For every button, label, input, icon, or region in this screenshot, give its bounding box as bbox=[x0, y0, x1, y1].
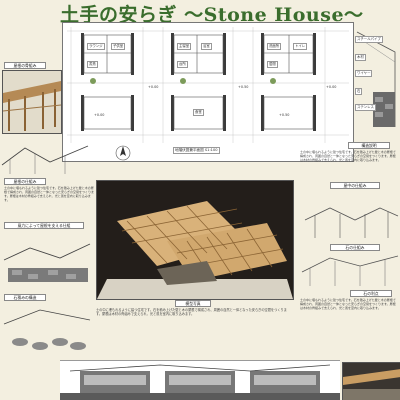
wind-sketch-drawing bbox=[3, 243, 91, 282]
room-label: トイレ bbox=[293, 43, 308, 50]
room-label: 食堂 bbox=[193, 109, 204, 116]
right-sketch-2 bbox=[300, 252, 400, 288]
center-body-text: 土の中に埋もれるように建つ住宅です。石を積み上げた壁と木の屋根で構成され、周囲の… bbox=[96, 308, 287, 317]
section-header-center-model: 模型写真 bbox=[175, 300, 211, 307]
stone-sketch bbox=[0, 302, 94, 362]
floor-plan: ラウンジ 子供室 主寝室 浴室 洗面所 トイレ 書斎 台所 居間 食堂 +0.0… bbox=[62, 22, 354, 162]
section-header-right-2: 石の仕組み bbox=[330, 244, 380, 251]
stone-sketch-drawing bbox=[3, 309, 91, 350]
room-label: 浴室 bbox=[201, 43, 212, 50]
section-header-left-photo: 屋根の骨組み bbox=[4, 62, 46, 69]
roof-sketch bbox=[0, 140, 90, 176]
level-label: +0.00 bbox=[94, 113, 105, 117]
material-label: ステンレス bbox=[355, 104, 376, 111]
elevation-drawing-svg bbox=[60, 364, 340, 400]
right-sketch-1 bbox=[300, 190, 400, 240]
right-body-text: 土の中に埋もれるように建つ住宅です。石を積み上げた壁と木の屋根で構成され、周囲の… bbox=[300, 150, 396, 163]
roof-sketch-drawing bbox=[1, 145, 89, 174]
room-label: 居間 bbox=[267, 61, 278, 68]
room-label: ラウンジ bbox=[87, 43, 105, 50]
room-label: 台所 bbox=[177, 61, 188, 68]
roof-frame-photo-drawing bbox=[3, 71, 61, 133]
room-label: 洗面所 bbox=[267, 43, 282, 50]
section-header-left-3: 風力によって屋根を支える仕組 bbox=[4, 222, 84, 229]
right-diagram: スチールパイプ 木材 ワイヤー 石 ステンレス bbox=[355, 22, 400, 142]
section-header-left-4: 石積みの構造 bbox=[4, 294, 46, 301]
level-label: +0.00 bbox=[326, 85, 337, 89]
bottom-right-photo-drawing bbox=[343, 363, 400, 400]
right-sketch-2-drawing bbox=[301, 255, 399, 286]
elevation-drawing bbox=[60, 360, 340, 400]
right-sketch-1-drawing bbox=[304, 207, 399, 238]
level-label: +0.50 bbox=[238, 85, 249, 89]
material-label: 木材 bbox=[355, 54, 366, 61]
bottom-right-photo bbox=[342, 362, 400, 400]
right-body-text-2: 土の中に埋もれるように建つ住宅です。石を積み上げた壁と木の屋根で構成され、周囲の… bbox=[300, 298, 396, 311]
left-body-text: 土の中に埋もれるように建つ住宅です。石を積み上げた壁と木の屋根で構成され、周囲の… bbox=[4, 186, 94, 203]
room-label: 書斎 bbox=[87, 61, 98, 68]
room-label: 子供室 bbox=[111, 43, 126, 50]
model-photo-drawing bbox=[97, 181, 293, 299]
material-label: スチールパイプ bbox=[355, 36, 383, 43]
model-photo bbox=[96, 180, 294, 300]
section-header-right-1: 屋中の仕組み bbox=[330, 182, 380, 189]
room-label: 主寝室 bbox=[177, 43, 192, 50]
roof-frame-photo bbox=[2, 70, 62, 134]
section-header-left-2: 屋根の仕組み bbox=[4, 178, 46, 185]
page-title: 土手の安らぎ ～Stone House～ bbox=[60, 4, 364, 26]
level-label: +0.00 bbox=[148, 85, 159, 89]
section-header-right-3: 石の利点 bbox=[350, 290, 392, 297]
section-header-right-top: 構造説明 bbox=[348, 142, 390, 149]
material-label: 石 bbox=[355, 88, 363, 95]
material-label: ワイヤー bbox=[355, 70, 373, 77]
plan-caption: 地階伏図兼平面図 S1:100 bbox=[173, 147, 220, 154]
level-label: +0.50 bbox=[279, 113, 290, 117]
wind-sketch bbox=[0, 230, 94, 290]
